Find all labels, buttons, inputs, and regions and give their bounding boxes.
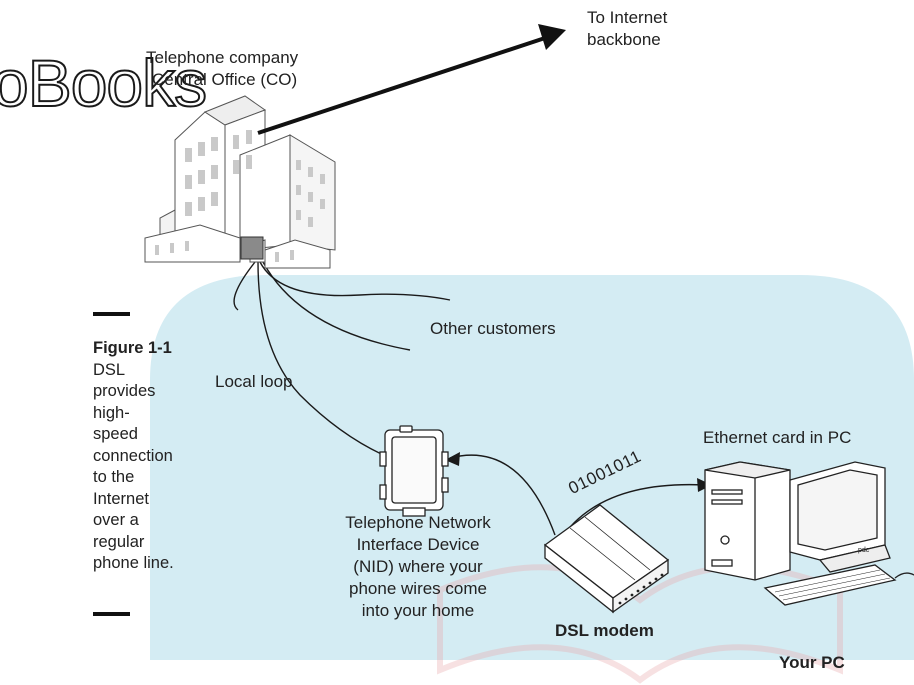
co-wires xyxy=(233,261,706,541)
modem-to-nid-wire xyxy=(449,454,556,536)
caption-line-7: over a xyxy=(93,511,139,529)
caption-bottom-rule xyxy=(93,612,130,616)
internet-arrow-line xyxy=(257,36,546,135)
caption-line-4: connection xyxy=(93,446,173,465)
your-pc-label: Your PC xyxy=(779,653,845,672)
caption-line-3: high-speed xyxy=(93,403,138,444)
caption-line-9: phone line. xyxy=(93,554,174,572)
pc-device xyxy=(704,461,914,606)
internet-arrowhead xyxy=(538,24,566,50)
internet-label-line1: To Internet xyxy=(587,8,668,27)
caption-line-5: to the xyxy=(93,468,135,486)
nid-label-line4: phone wires come xyxy=(349,579,487,598)
dsl-modem-label: DSL modem xyxy=(555,621,654,640)
nid-label-line1: Telephone Network xyxy=(345,513,491,532)
dsl-modem-device xyxy=(543,504,670,614)
nid-label: Telephone Network Interface Device (NID)… xyxy=(303,512,533,622)
pc-brand-mark: pdc xyxy=(858,547,870,554)
caption-line-1: DSL xyxy=(93,360,126,379)
co-label-line1: Telephone company xyxy=(146,48,299,67)
nid-arrowhead xyxy=(445,452,460,466)
other-customers-label: Other customers xyxy=(430,319,556,338)
internet-label-line2: backbone xyxy=(587,30,661,49)
figure-caption: Figure 1-1 DSL provides high-speed conne… xyxy=(93,338,174,575)
caption-line-2: provides xyxy=(93,382,156,400)
local-loop-wire xyxy=(257,261,396,461)
figure-number: Figure 1-1 xyxy=(93,339,172,357)
nid-label-line5: into your home xyxy=(361,601,475,620)
local-loop-label: Local loop xyxy=(215,372,293,391)
caption-line-6: Internet xyxy=(93,489,149,508)
nid-label-line3: (NID) where your xyxy=(353,557,483,576)
nid-label-line2: Interface Device xyxy=(356,535,480,554)
caption-line-8: regular xyxy=(93,532,145,551)
ethernet-card-label: Ethernet card in PC xyxy=(703,428,852,447)
central-office-building xyxy=(144,95,336,269)
caption-top-rule xyxy=(93,312,130,316)
watermark-logo: oBooks xyxy=(0,45,208,121)
co-label-line2: Central Office (CO) xyxy=(152,70,298,89)
co-switch-square xyxy=(240,236,264,260)
nid-device xyxy=(379,425,449,517)
